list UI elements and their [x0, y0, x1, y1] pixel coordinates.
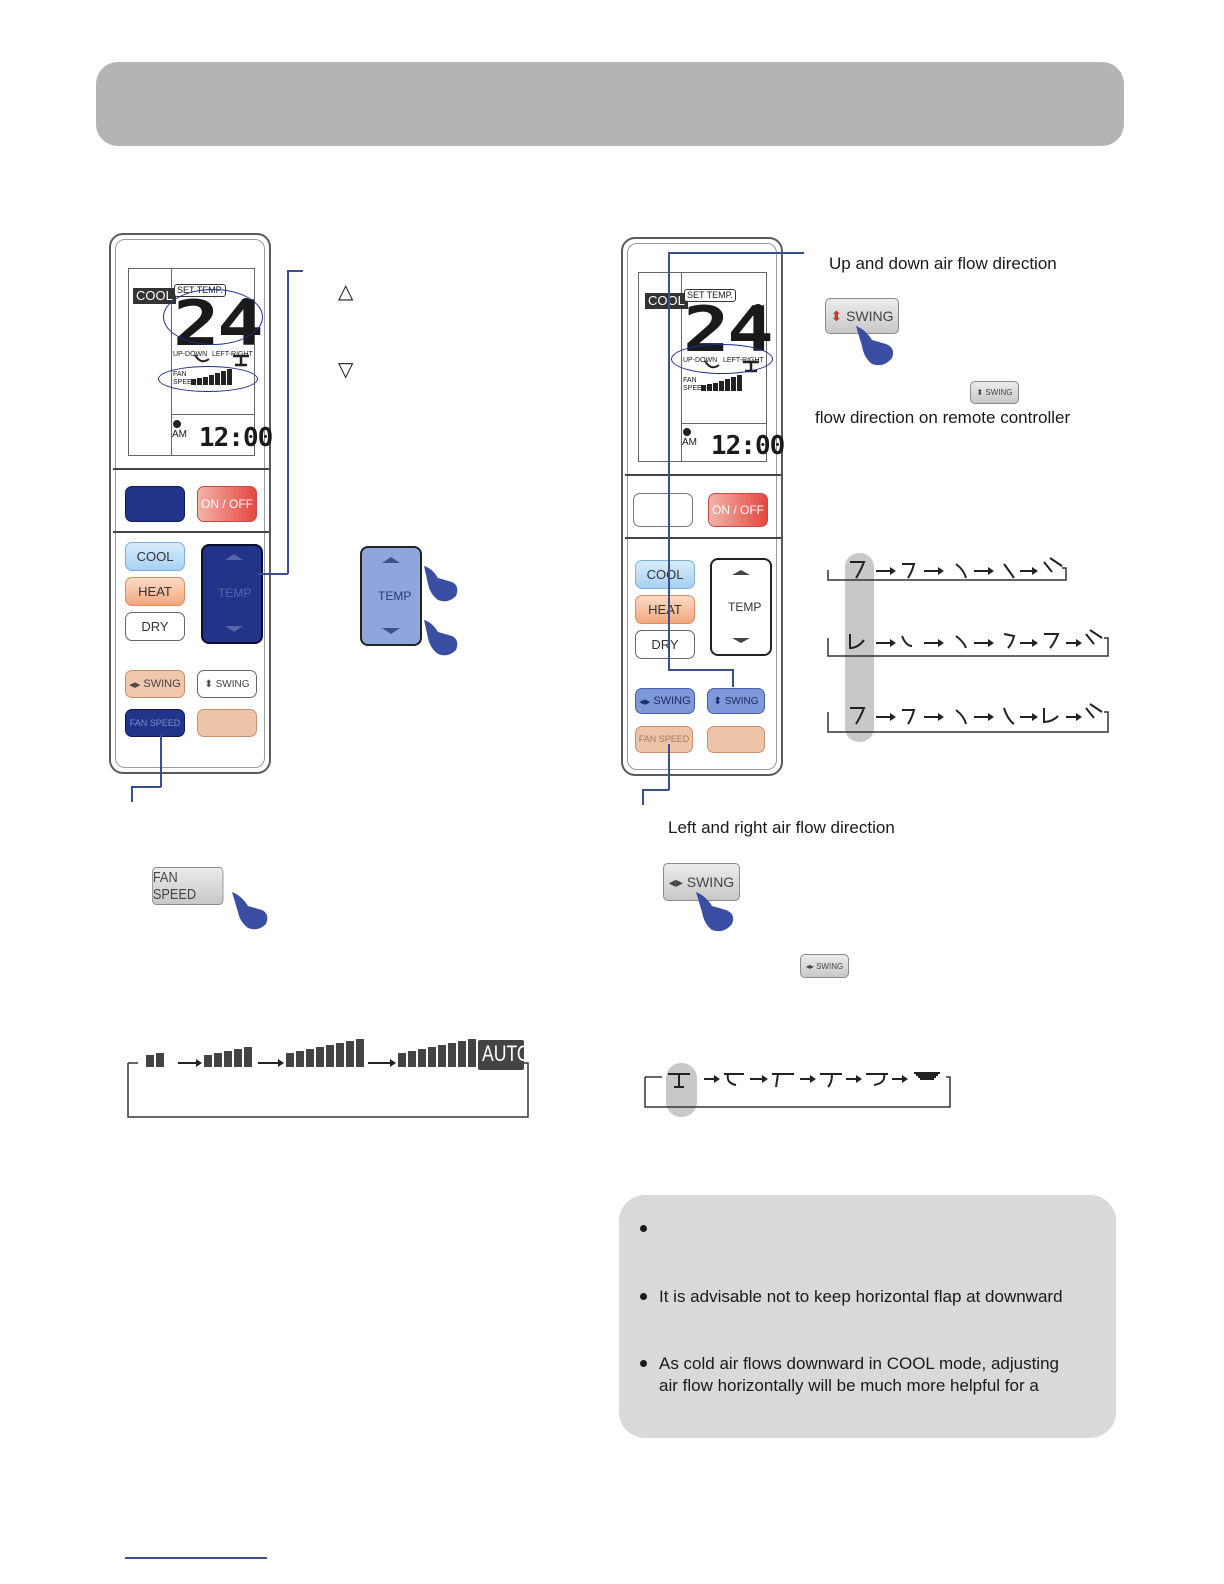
fan-speed-button[interactable]: FAN SPEED: [635, 726, 693, 753]
temp-button-illustration[interactable]: TEMP: [360, 546, 422, 646]
auto-label: AUTO: [482, 1041, 531, 1066]
unit-label: C: [753, 301, 763, 316]
hand-pointer-icon: [232, 892, 268, 930]
ud-swing-button[interactable]: ⬍ SWING: [197, 670, 257, 698]
timer-icon: [683, 428, 691, 436]
bullet-icon: [640, 1360, 647, 1367]
leftright-title: Left and right air flow direction: [668, 818, 895, 837]
note-item-2: It is advisable not to keep horizontal f…: [659, 1287, 1063, 1306]
updown-description: flow direction on remote controller: [815, 408, 1071, 427]
remote-left: COOL SET TEMP. 24 C UP-DOWN LEFT-RIGHT F…: [109, 233, 273, 774]
remote-right: COOL SET TEMP. 24 C UP-DOWN LEFT-RIGHT F…: [621, 237, 785, 776]
lr-swing-callout-line: [668, 744, 670, 790]
lr-arrows-icon: ◂▸: [129, 678, 141, 691]
temperature-highlight: [163, 289, 263, 345]
temp-rocker[interactable]: TEMP: [710, 558, 772, 656]
ud-arrows-icon: ⬍: [204, 678, 213, 690]
am-label: AM: [682, 437, 697, 448]
dry-button[interactable]: DRY: [635, 630, 695, 659]
bullet-icon: [640, 1293, 647, 1300]
mode-indicator: COOL: [133, 288, 176, 304]
am-label: AM: [172, 429, 187, 440]
timer-icon: [173, 420, 181, 428]
ud-swing-callout-line: [668, 252, 804, 254]
power-button[interactable]: ON / OFF: [197, 486, 257, 522]
lr-swing-button[interactable]: ◂▸ SWING: [635, 688, 695, 714]
temp-rocker[interactable]: TEMP: [201, 544, 263, 644]
set-temp-label: SET TEMP.: [684, 289, 737, 302]
note-item-3-line-1: As cold air flows downward in COOL mode,…: [659, 1354, 1059, 1373]
leftright-sequence: [644, 1072, 951, 1108]
footer-line: [125, 1557, 267, 1559]
leftright-indicator: LEFT-RIGHT: [212, 351, 253, 358]
leftright-highlight: [666, 1063, 697, 1117]
updown-title: Up and down air flow direction: [829, 254, 1057, 273]
small-lr-swing-icon: ◂▸ SWING: [800, 954, 849, 978]
small-ud-swing-icon: ⬍ SWING: [970, 381, 1019, 404]
cool-button[interactable]: COOL: [635, 560, 695, 589]
bullet-icon: [640, 1225, 647, 1232]
fan-speed-button-illustration[interactable]: FAN SPEED: [152, 867, 224, 905]
fan-speed-bars-icon: [701, 375, 742, 391]
lr-arrows-icon: ◂▸: [668, 873, 683, 890]
heat-button[interactable]: HEAT: [635, 595, 695, 624]
blank-peach-button[interactable]: [707, 726, 765, 753]
power-button[interactable]: ON / OFF: [708, 493, 768, 527]
temp-rocker-label: TEMP: [728, 600, 762, 614]
lr-arrows-icon: ◂▸: [639, 695, 651, 708]
fan-label: FAN: [683, 377, 697, 384]
airflow-highlight: [671, 344, 773, 374]
fan-callout-line: [160, 735, 162, 787]
updown-indicator: UP-DOWN: [173, 351, 208, 358]
heat-button[interactable]: HEAT: [125, 577, 185, 606]
hand-pointer-icon: [856, 326, 894, 366]
clock-readout: 12:00: [711, 431, 785, 461]
blank-white-button[interactable]: [633, 493, 693, 527]
mode-indicator: COOL: [645, 293, 688, 309]
ud-swing-button-illustration[interactable]: ⬍ SWING: [825, 298, 899, 334]
fan-speed-sequence: AUTO: [120, 1035, 540, 1125]
flap-icon: [194, 354, 249, 367]
speed-label: SPEED: [683, 385, 707, 392]
ud-arrows-icon: ⬍: [713, 695, 722, 707]
up-triangle-icon: △: [338, 281, 354, 303]
blank-peach-button[interactable]: [197, 709, 257, 737]
blank-navy-button[interactable]: [125, 486, 185, 522]
lr-swing-button[interactable]: ◂▸ SWING: [125, 670, 185, 698]
ud-swing-button[interactable]: ⬍ SWING: [707, 688, 765, 714]
down-triangle-icon: ▽: [338, 359, 354, 381]
hand-pointer-icon: [424, 620, 458, 656]
temp-rocker-label: TEMP: [218, 586, 252, 600]
clock-readout: 12:00: [199, 423, 273, 453]
hand-pointer-icon: [696, 892, 734, 932]
fan-speed-button[interactable]: FAN SPEED: [125, 709, 185, 737]
note-box: [619, 1195, 1116, 1438]
temp-callout-line: [258, 573, 288, 575]
hand-pointer-icon: [424, 566, 458, 602]
dry-button[interactable]: DRY: [125, 612, 185, 641]
cool-button[interactable]: COOL: [125, 542, 185, 571]
note-item-3-line-2: air flow horizontally will be much more …: [659, 1376, 1039, 1395]
updown-sequence: [827, 557, 1109, 733]
header-bar: [96, 62, 1124, 146]
ud-arrows-icon: ⬍: [830, 307, 843, 324]
fan-speed-highlight: [158, 366, 258, 392]
